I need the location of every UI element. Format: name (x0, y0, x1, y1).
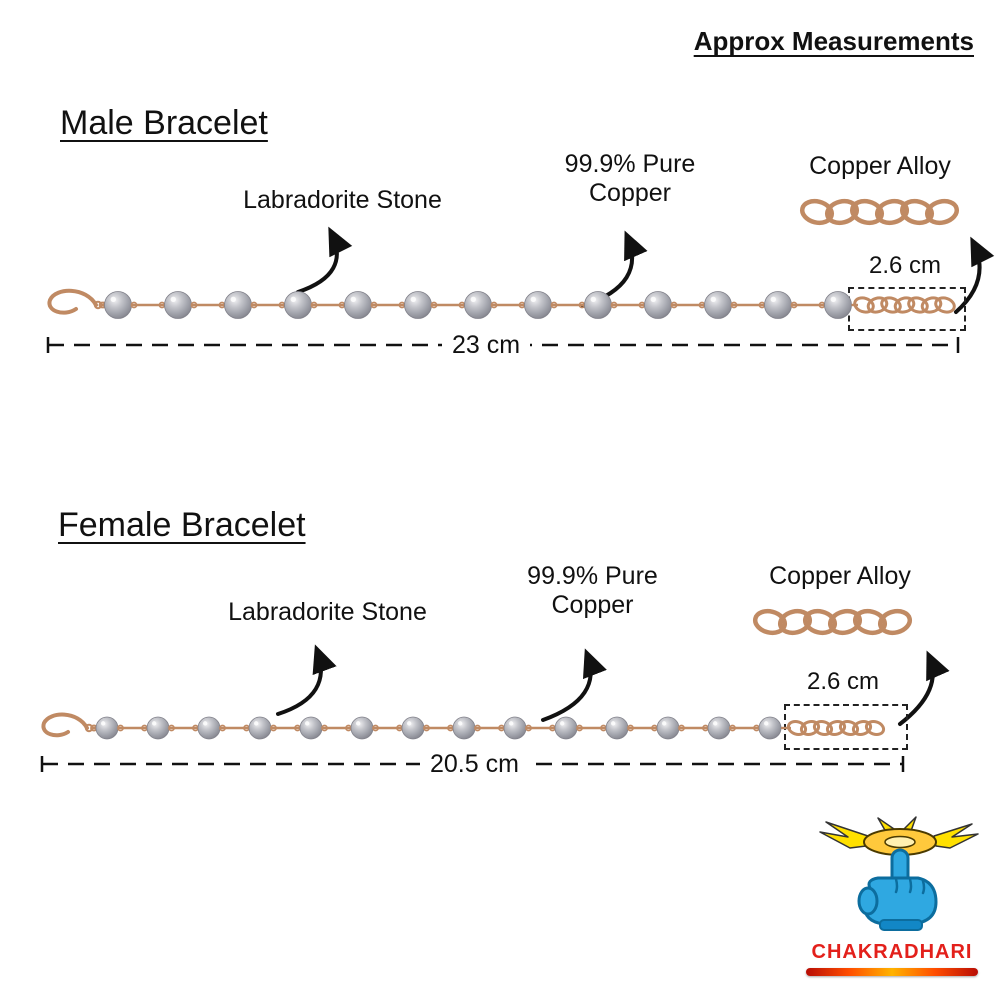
brand-logo: CHAKRADHARI (800, 816, 984, 976)
brand-name: CHAKRADHARI (811, 941, 973, 963)
female-copper-label: 99.9% Pure Copper (510, 562, 675, 620)
female-stone-arrow (276, 644, 337, 716)
hand-icon (857, 848, 938, 931)
male-copper-label-line2: Copper (589, 178, 671, 207)
male-copper-label: 99.9% Pure Copper (550, 150, 710, 208)
male-stone-label: Labradorite Stone (243, 186, 442, 214)
male-copper-arrow (581, 230, 648, 308)
female-bracelet-image (41, 712, 886, 740)
female-extension-length-label: 2.6 cm (806, 668, 880, 695)
female-copper-label-line2: Copper (551, 590, 634, 619)
female-alloy-label: Copper Alloy (769, 562, 911, 590)
male-bracelet-image (47, 288, 956, 319)
male-extension-box (848, 287, 966, 331)
male-copper-alloy-chain-image (799, 198, 960, 226)
male-alloy-label: Copper Alloy (809, 152, 951, 180)
brand-underline-bar (806, 968, 978, 976)
male-copper-label-line1: 99.9% Pure (564, 150, 696, 178)
female-copper-alloy-chain-image (752, 608, 913, 636)
male-extension-length-label: 2.6 cm (868, 252, 942, 279)
female-copper-arrow (541, 648, 607, 722)
brand-logo-image (819, 816, 979, 931)
male-stone-arrow (296, 226, 353, 294)
male-total-length-label: 23 cm (442, 331, 531, 359)
female-copper-label-line1: 99.9% Pure (527, 562, 658, 590)
female-total-length-label: 20.5 cm (420, 750, 529, 778)
chakra-icon (819, 816, 979, 856)
male-section-title: Male Bracelet (60, 104, 268, 142)
female-section-title: Female Bracelet (58, 506, 306, 544)
female-stone-label: Labradorite Stone (228, 598, 427, 626)
female-extension-box (784, 704, 908, 750)
page-title: Approx Measurements (693, 26, 974, 56)
